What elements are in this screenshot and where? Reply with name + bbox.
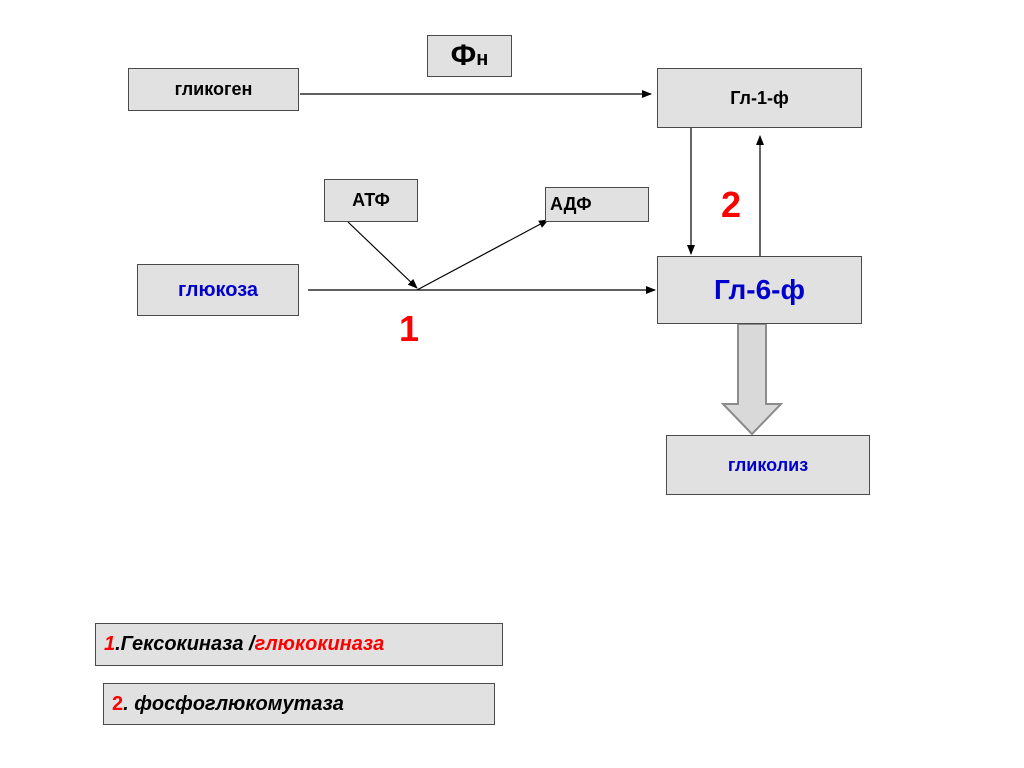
arrow-atp-in (347, 221, 418, 289)
glycogen-box: гликоген (128, 68, 299, 111)
block-arrow-to-glycolysis (720, 323, 784, 436)
atp-label: АТФ (352, 190, 390, 210)
phosphate-symbol: Ф (450, 39, 477, 72)
phosphate-subscript: н (476, 48, 489, 70)
g1p-label: Гл-1-ф (730, 87, 789, 108)
legend-item-2-text: . фосфоглюкомутаза (123, 692, 344, 715)
atp-box: АТФ (324, 179, 418, 222)
phosphate-box: Фн (427, 35, 512, 77)
legend-item-1-text: .Гексокиназа / (115, 633, 255, 655)
legend-item-1-alt-text: глюкокиназа (254, 633, 385, 655)
arrow-adp-out (416, 219, 549, 291)
legend-item-2: 2. фосфоглюкомутаза (103, 683, 495, 725)
adp-label: АДФ (550, 194, 592, 214)
glycolysis-label: гликолиз (727, 454, 809, 475)
glycolysis-box: гликолиз (666, 435, 870, 495)
g6p-box: Гл-6-ф (657, 256, 862, 324)
glucose-label: глюкоза (177, 278, 259, 301)
glycogen-label: гликоген (174, 79, 253, 99)
legend-item-1: 1.Гексокиназа /глюкокиназа (95, 623, 503, 666)
legend-item-2-number: 2 (112, 692, 124, 715)
phosphate-label: Фн (451, 41, 489, 71)
g1p-box: Гл-1-ф (657, 68, 862, 128)
marker-one: 1 (399, 308, 420, 349)
adp-box: АДФ (545, 187, 649, 222)
legend-item-1-number: 1 (104, 633, 116, 655)
g6p-label: Гл-6-ф (714, 274, 805, 305)
glucose-box: глюкоза (137, 264, 299, 316)
marker-two: 2 (721, 184, 742, 225)
